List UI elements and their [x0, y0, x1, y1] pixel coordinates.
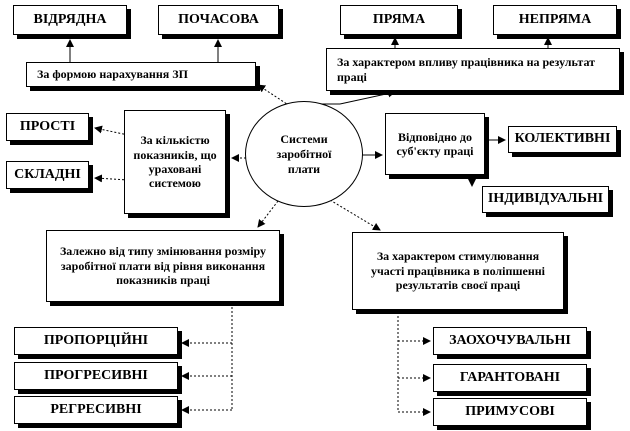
item-collective: КОЛЕКТИВНІ: [508, 126, 617, 153]
item-indirect: НЕПРЯМА: [493, 5, 617, 35]
stimulation-group-title-text: За характером стимулювання участі праців…: [370, 249, 546, 293]
item-compulsory-label: ПРИМУСОВІ: [465, 403, 555, 419]
influence-group-title-text: За характером впливу працівника на резул…: [337, 55, 596, 84]
item-incentive: ЗАОХОЧУВАЛЬНІ: [433, 327, 587, 355]
item-guaranteed: ГАРАНТОВАНІ: [433, 364, 587, 392]
indicators-group-title: За кількістю показників, що ураховані си…: [124, 110, 226, 214]
dependency-group-title: Залежно від типу змінювання розміру заро…: [46, 230, 280, 302]
center-node: Системи заробітної плати: [245, 101, 363, 207]
item-collective-label: КОЛЕКТИВНІ: [514, 131, 611, 147]
item-incentive-label: ЗАОХОЧУВАЛЬНІ: [449, 332, 571, 348]
item-compulsory: ПРИМУСОВІ: [433, 398, 587, 426]
center-node-text: Системи заробітної плати: [276, 131, 332, 176]
item-piecework-label: ВІДРЯДНА: [33, 11, 107, 27]
item-indirect-label: НЕПРЯМА: [518, 11, 592, 27]
item-individual-label: ІНДИВІДУАЛЬНІ: [487, 191, 604, 207]
item-regressive: РЕГРЕСИВНІ: [14, 396, 178, 424]
indicators-group-title-text: За кількістю показників, що ураховані си…: [133, 133, 217, 191]
item-piecework: ВІДРЯДНА: [13, 5, 127, 35]
item-complex: СКЛАДНІ: [6, 161, 89, 189]
item-direct: ПРЯМА: [340, 5, 458, 35]
item-simple-label: ПРОСТІ: [19, 118, 76, 134]
stimulation-group-title: За характером стимулювання участі праців…: [352, 232, 564, 310]
item-complex-label: СКЛАДНІ: [14, 166, 81, 182]
item-progressive: ПРОГРЕСИВНІ: [14, 362, 178, 390]
item-regressive-label: РЕГРЕСИВНІ: [50, 401, 142, 417]
subject-group-title: Відповідно до суб'єкту праці: [385, 113, 485, 175]
item-hourly-label: ПОЧАСОВА: [178, 11, 259, 27]
item-guaranteed-label: ГАРАНТОВАНІ: [459, 369, 561, 385]
item-individual: ІНДИВІДУАЛЬНІ: [482, 186, 609, 213]
dependency-group-title-text: Залежно від типу змінювання розміру заро…: [59, 244, 267, 288]
form-group-title-text: За формою нарахування ЗП: [37, 67, 188, 82]
influence-group-title: За характером впливу працівника на резул…: [326, 48, 620, 91]
item-proportional: ПРОПОРЦІЙНІ: [14, 327, 178, 355]
item-hourly: ПОЧАСОВА: [158, 5, 279, 35]
subject-group-title-text: Відповідно до суб'єкту праці: [396, 129, 474, 158]
item-proportional-label: ПРОПОРЦІЙНІ: [43, 332, 149, 348]
form-group-title: За формою нарахування ЗП: [26, 62, 256, 87]
item-simple: ПРОСТІ: [6, 113, 89, 141]
item-progressive-label: ПРОГРЕСИВНІ: [44, 367, 148, 383]
item-direct-label: ПРЯМА: [372, 11, 426, 27]
